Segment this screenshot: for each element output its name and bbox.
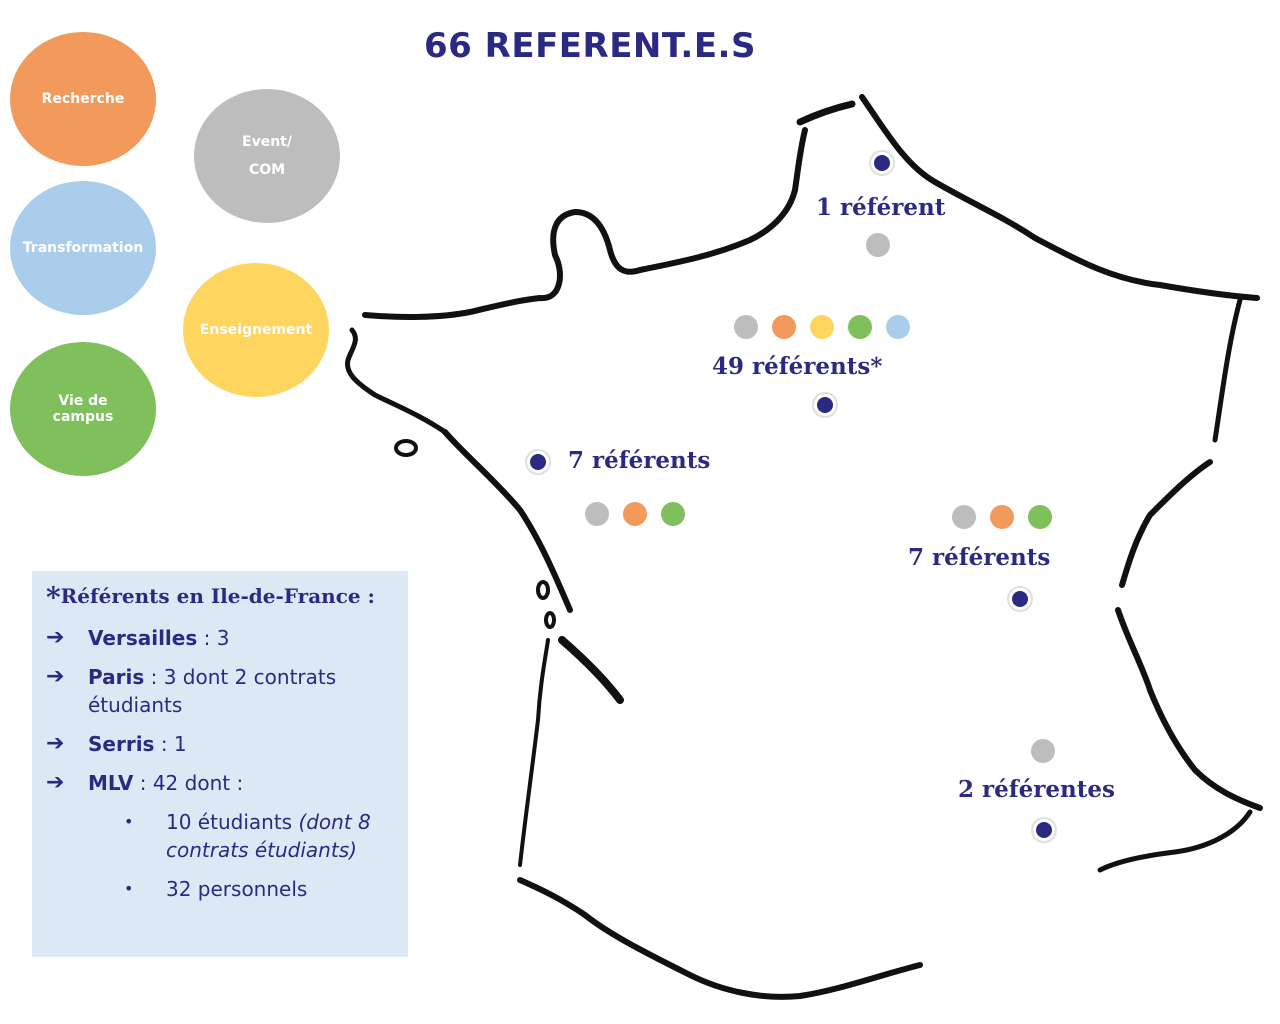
map-outline xyxy=(442,429,573,613)
map-outline xyxy=(344,327,448,435)
map-outline xyxy=(1097,809,1253,873)
category-dot-west xyxy=(661,502,685,526)
category-dot-idf xyxy=(734,315,758,339)
category-label: Recherche xyxy=(41,91,125,107)
bullet: • xyxy=(124,879,134,898)
map-outline xyxy=(1115,607,1263,811)
category-dot-east xyxy=(1028,505,1052,529)
category-enseignement: Enseignement xyxy=(183,263,329,397)
map-outline xyxy=(518,638,550,867)
map-island xyxy=(536,580,550,600)
category-dot-west xyxy=(623,502,647,526)
location-marker-east xyxy=(1012,591,1028,607)
category-dot-east xyxy=(990,505,1014,529)
category-dot-idf xyxy=(886,315,910,339)
page-title: 66 REFERENT.E.S xyxy=(424,26,756,66)
map-outline xyxy=(859,94,1260,301)
region-label-north: 1 référent xyxy=(816,194,946,221)
legend-title: *Référents en Ile-de-France : xyxy=(46,581,375,614)
category-label: campus xyxy=(52,409,114,425)
category-vie-de-campus: Vie de campus xyxy=(10,342,156,476)
region-label-ile-de-france: 49 référents* xyxy=(712,353,883,380)
category-dot-idf xyxy=(848,315,872,339)
location-marker-south xyxy=(1036,822,1052,838)
location-marker-west xyxy=(530,454,546,470)
legend-entry-mlv: ➔ MLV : 42 dont : xyxy=(46,770,244,795)
category-transformation: Transformation xyxy=(10,181,156,315)
category-recherche: Recherche xyxy=(10,32,156,166)
map-island xyxy=(394,439,418,457)
arrow-right-icon: ➔ xyxy=(46,731,65,756)
map-outline xyxy=(362,127,808,320)
map-outline xyxy=(558,636,624,704)
legend-sub-item-etudiants: • 10 étudiants (dont 8 contrats étudiant… xyxy=(116,808,394,864)
legend-sub-item-personnels: • 32 personnels xyxy=(116,875,394,903)
region-label-east: 7 référents xyxy=(908,544,1051,571)
map-outline xyxy=(1212,297,1243,443)
location-marker-idf xyxy=(817,397,833,413)
map-outline xyxy=(796,100,856,126)
region-label-west: 7 référents xyxy=(568,447,711,474)
category-dot-idf xyxy=(772,315,796,339)
asterisk: * xyxy=(46,581,61,614)
category-dot-west xyxy=(585,502,609,526)
map-outline xyxy=(1119,459,1213,588)
location-marker-north xyxy=(874,155,890,171)
ile-de-france-legend: *Référents en Ile-de-France : ➔ Versaill… xyxy=(32,571,408,957)
category-dot-idf xyxy=(810,315,834,339)
legend-entry-serris: ➔ Serris : 1 xyxy=(46,731,187,756)
category-dot-south xyxy=(1031,739,1055,763)
arrow-right-icon: ➔ xyxy=(46,770,65,795)
category-dot-east xyxy=(952,505,976,529)
category-label: Event/ xyxy=(242,134,292,150)
category-label: Enseignement xyxy=(199,322,313,338)
legend-entry-paris: ➔ Paris : 3 dont 2 contrats étudiants xyxy=(46,664,337,717)
map-island xyxy=(544,611,556,629)
category-label: Transformation xyxy=(22,240,144,256)
category-label: Vie de xyxy=(58,393,108,409)
category-event-com: Event/ COM xyxy=(194,89,340,223)
map-outline xyxy=(517,877,923,1000)
bullet: • xyxy=(124,812,134,831)
legend-entry-versailles: ➔ Versailles : 3 xyxy=(46,625,230,650)
category-dot-north xyxy=(866,233,890,257)
arrow-right-icon: ➔ xyxy=(46,625,65,650)
arrow-right-icon: ➔ xyxy=(46,664,65,689)
category-label: COM xyxy=(248,162,286,178)
region-label-south: 2 référentes xyxy=(958,776,1115,803)
